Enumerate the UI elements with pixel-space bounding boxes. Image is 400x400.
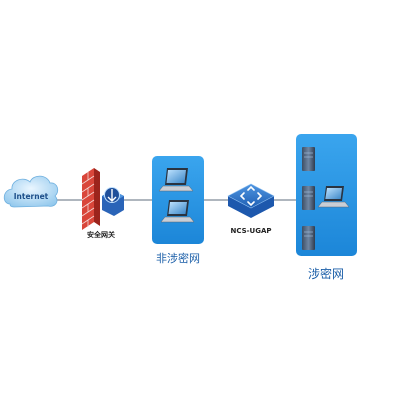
laptop-icon <box>158 168 194 192</box>
ncs-ugap-label: NCS-UGAP <box>230 227 271 235</box>
secret-network-panel <box>296 134 357 256</box>
non-secret-network-panel <box>152 156 204 244</box>
security-gateway-icon <box>102 187 124 216</box>
cloud-icon <box>3 175 59 208</box>
non-secret-network-label: 非涉密网 <box>156 251 200 265</box>
internet-label: Internet <box>14 192 49 201</box>
server-icon <box>302 147 315 171</box>
router-icon <box>227 183 275 218</box>
server-icon <box>302 186 315 210</box>
laptop-icon <box>317 186 350 208</box>
server-icon <box>302 226 315 250</box>
gateway-label: 安全网关 <box>87 230 115 239</box>
brick-firewall-icon <box>81 168 100 230</box>
laptop-icon <box>160 200 195 223</box>
secret-network-label: 涉密网 <box>308 266 344 281</box>
